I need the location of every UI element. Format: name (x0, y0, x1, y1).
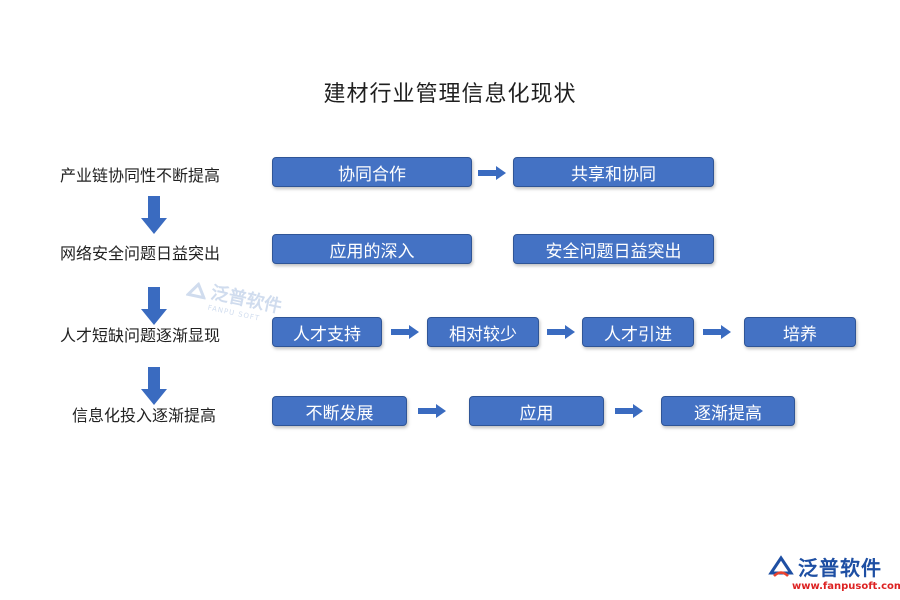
box-row4-2: 应用 (469, 396, 604, 426)
arrow-right-icon (703, 325, 731, 339)
arrow-down-icon (141, 367, 167, 405)
box-row3-1: 人才支持 (272, 317, 382, 347)
arrow-right-icon (615, 404, 643, 418)
box-row1-1: 协同合作 (272, 157, 472, 187)
watermark-logo-icon (185, 281, 207, 300)
box-row3-2: 相对较少 (427, 317, 539, 347)
box-row3-4: 培养 (744, 317, 856, 347)
watermark: 泛普软件 FANPU SOFT (184, 273, 285, 326)
row-label-3: 人才短缺问题逐渐显现 (60, 326, 221, 345)
row-label-4: 信息化投入逐渐提高 (72, 406, 217, 425)
diagram-title: 建材行业管理信息化现状 (323, 82, 577, 107)
box-row2-2: 安全问题日益突出 (513, 234, 714, 264)
box-row3-3: 人才引进 (582, 317, 694, 347)
arrow-right-icon (478, 166, 506, 180)
brand-logo-icon (768, 554, 794, 577)
row-label-1: 产业链协同性不断提高 (60, 166, 221, 185)
arrow-down-icon (141, 196, 167, 234)
brand-url: www.fanpusoft.com (792, 581, 900, 592)
arrow-right-icon (418, 404, 446, 418)
box-row4-3: 逐渐提高 (661, 396, 795, 426)
arrow-right-icon (391, 325, 419, 339)
box-row2-1: 应用的深入 (272, 234, 472, 264)
row-label-2: 网络安全问题日益突出 (60, 244, 221, 263)
brand-name: 泛普软件 (798, 556, 882, 580)
brand-logo: 泛普软件 (768, 552, 882, 581)
arrow-right-icon (547, 325, 575, 339)
box-row1-2: 共享和协同 (513, 157, 714, 187)
box-row4-1: 不断发展 (272, 396, 407, 426)
arrow-down-icon (141, 287, 167, 325)
